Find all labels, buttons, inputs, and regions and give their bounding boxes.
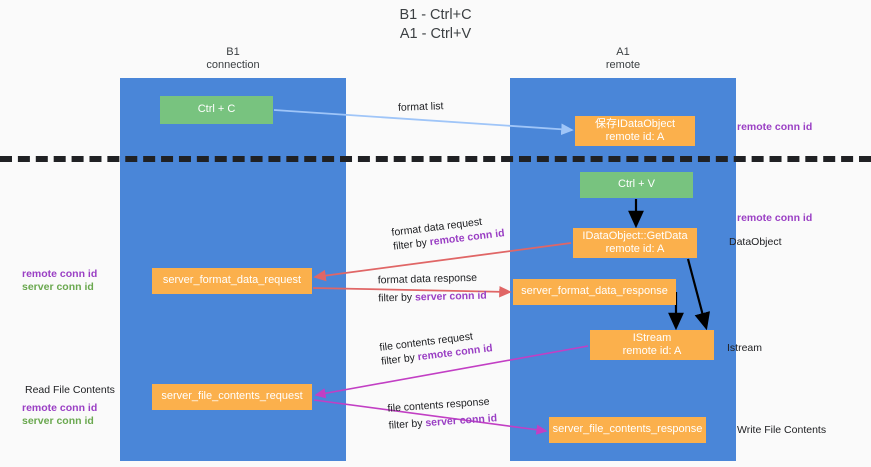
node-getdata-line1: IDataObject::GetData (582, 229, 688, 242)
annotation-left-server-conn-id-bottom: server conn id (22, 415, 94, 427)
annotation-read-file-contents: Read File Contents (25, 384, 115, 396)
annotation-istream: Istream (727, 342, 763, 354)
edge-label-format-list-text: format list (397, 100, 444, 114)
node-server-file-contents-request-label: server_file_contents_request (161, 390, 303, 403)
edge-label-format-data-request-filter-prefix: filter by (392, 236, 431, 253)
edge-label-file-contents-response-filter-key: server conn id (424, 412, 498, 430)
node-save-idataobject-line2: remote id: A (605, 131, 665, 143)
node-idataobject-getdata[interactable]: IDataObject::GetData remote id: A (573, 228, 697, 258)
node-server-file-contents-request[interactable]: server_file_contents_request (152, 384, 312, 410)
node-ctrl-v-label: Ctrl + V (618, 178, 655, 191)
edge-label-format-data-request: format data request filter by remote con… (391, 212, 506, 253)
annotation-remote-conn-id-mid: remote conn id (737, 212, 813, 224)
edge-label-file-contents-request: file contents request filter by remote c… (379, 327, 494, 368)
node-server-file-contents-response-label: server_file_contents_response (552, 423, 703, 436)
annotation-left-conn-ids-mid: remote conn id server conn id (22, 268, 97, 294)
node-istream-line1: IStream (632, 331, 672, 344)
edge-label-format-data-response: format data response filter by server co… (378, 271, 487, 306)
node-save-idataobject-line1: 保存IDataObject (594, 117, 676, 130)
column-header-a1-role: remote (605, 59, 641, 71)
node-server-format-data-response[interactable]: server_format_data_response (513, 279, 676, 305)
edge-label-file-contents-request-filter-prefix: filter by (380, 351, 419, 368)
column-header-b1-name: B1 (226, 46, 240, 58)
node-server-format-data-request-label: server_format_data_request (162, 274, 302, 287)
edge-label-file-contents-response-filter-prefix: filter by (388, 417, 426, 432)
edge-label-format-data-response-filter-prefix: filter by (378, 291, 416, 305)
diagram-title: B1 - Ctrl+C A1 - Ctrl+V (0, 6, 871, 44)
node-istream-line2: remote id: A (622, 345, 682, 357)
node-getdata-line2: remote id: A (605, 243, 665, 255)
edge-label-format-data-response-text: format data response (377, 271, 478, 287)
column-header-a1-name: A1 (616, 46, 630, 58)
annotation-dataobject: DataObject (729, 236, 782, 248)
node-ctrl-c-label: Ctrl + C (197, 103, 236, 116)
edge-label-file-contents-response: file contents response filter by server … (387, 394, 497, 432)
node-ctrl-v[interactable]: Ctrl + V (580, 172, 693, 198)
column-header-b1-role: connection (206, 59, 260, 71)
node-istream[interactable]: IStream remote id: A (590, 330, 714, 360)
annotation-left-remote-conn-id-bottom: remote conn id (22, 402, 98, 414)
node-save-idataobject[interactable]: 保存IDataObject remote id: A (575, 116, 695, 146)
edge-label-format-data-response-filter-key: server conn id (414, 289, 487, 304)
column-header-a1: A1 remote (510, 46, 736, 72)
annotation-left-remote-conn-id-mid: remote conn id (22, 268, 98, 280)
title-line-1: B1 - Ctrl+C (399, 7, 472, 23)
annotation-write-file-contents: Write File Contents (737, 424, 827, 436)
edge-label-format-list: format list (398, 99, 444, 115)
node-server-file-contents-response[interactable]: server_file_contents_response (549, 417, 706, 443)
node-ctrl-c[interactable]: Ctrl + C (160, 96, 273, 124)
annotation-left-conn-ids-bottom: remote conn id server conn id (22, 402, 97, 428)
phase-separator (0, 156, 871, 162)
node-server-format-data-response-label: server_format_data_response (521, 285, 668, 298)
title-line-2: A1 - Ctrl+V (399, 26, 472, 42)
column-header-b1: B1 connection (120, 46, 346, 72)
node-server-format-data-request[interactable]: server_format_data_request (152, 268, 312, 294)
annotation-left-server-conn-id-mid: server conn id (22, 281, 94, 293)
annotation-remote-conn-id-top: remote conn id (737, 121, 813, 133)
